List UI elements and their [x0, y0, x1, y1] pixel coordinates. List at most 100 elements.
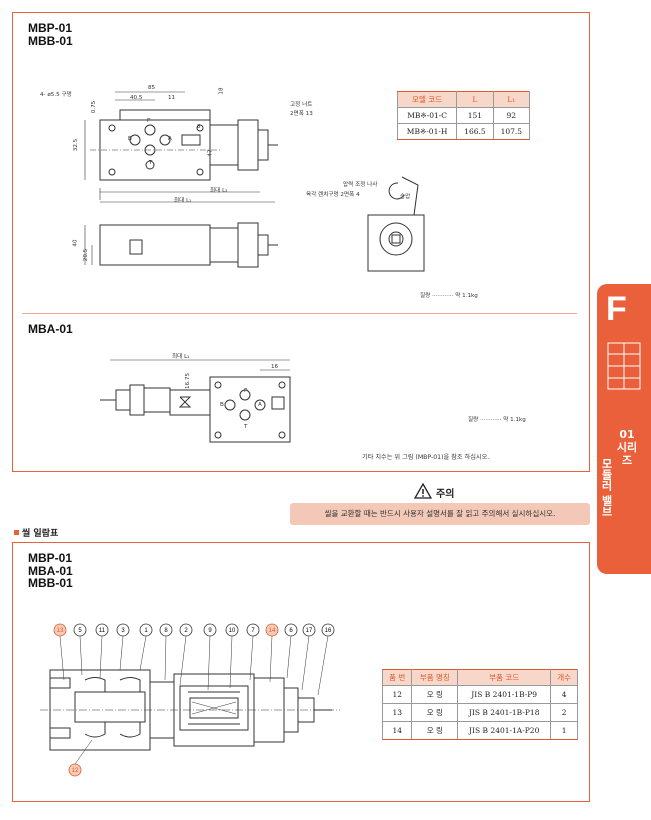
callout-13-text: 13 — [57, 628, 64, 634]
dim-20-5: 20.5 — [83, 248, 90, 262]
table-cell: MB※-01-H — [396, 123, 458, 140]
table-cell: 92 — [492, 107, 531, 124]
mba-dim-16-75: 16.75 — [185, 372, 192, 390]
table-cell: 4 — [550, 685, 578, 704]
port-a: A — [168, 136, 172, 142]
max-l2-label: 최대 L₂ — [210, 188, 228, 194]
model-title-top: MBP-01 MBB-01 — [28, 21, 73, 48]
dimension-panel — [12, 12, 590, 472]
rise-label: 승압 — [400, 194, 411, 200]
table-cell: 2 — [550, 703, 578, 722]
table-cell: 107.5 — [492, 123, 531, 140]
size-col-l: L — [456, 91, 494, 108]
seal-list-heading: 씰 일람표 — [14, 526, 58, 539]
chapter-letter: F — [606, 290, 627, 328]
chapter-series: 01 시리즈 — [616, 428, 638, 467]
seal-col-no: 품 번 — [381, 669, 413, 686]
model-title-seal: MBP-01 MBA-01 MBB-01 — [28, 551, 73, 590]
size-col-model: 모델 코드 — [396, 91, 458, 108]
dim-85: 85 — [148, 85, 156, 91]
caution-message: 씰을 교환할 때는 반드시 사용자 설명서를 잘 읽고 주의해서 실시하십시오. — [290, 503, 590, 525]
callout-10-text: 10 — [229, 628, 236, 634]
callout-17-text: 17 — [306, 628, 313, 634]
table-cell: 14 — [381, 721, 413, 740]
end-view-drawing — [367, 176, 425, 272]
model-title-mba: MBA-01 — [28, 322, 73, 336]
callout-2-text: 2 — [184, 628, 188, 634]
callout-10 — [225, 623, 239, 637]
dim-0-75: 0.75 — [91, 100, 98, 114]
max-l1-label: 최대 L₁ — [174, 198, 192, 204]
mba-port-b: B — [220, 402, 224, 408]
lock-nut-label: 고정 너트 — [290, 102, 313, 108]
callout-14-text: 14 — [269, 628, 276, 634]
dim-40-5: 40.5 — [130, 95, 143, 101]
mba-port-p: P — [244, 388, 248, 394]
table-cell: 1 — [550, 721, 578, 740]
table-cell: 151 — [456, 107, 494, 124]
dim-18: 18 — [218, 87, 225, 95]
callout-11-text: 11 — [99, 628, 106, 634]
seal-col-code: 부품 코드 — [457, 669, 552, 686]
table-row: MB※-01-H 166.5 107.5 — [396, 123, 531, 140]
hole-annotation: 4- ø5.5 구멍 — [40, 92, 72, 98]
table-cell: 12 — [381, 685, 413, 704]
table-cell: JIS B 2401-1A-P20 — [457, 721, 552, 740]
mba-drawing — [100, 359, 291, 443]
mba-port-a: A — [258, 402, 262, 408]
mba-max-l1: 최대 L₁ — [172, 354, 190, 360]
mass-mba: 질량 ············ 약 1.1kg — [468, 417, 526, 423]
table-cell: 오 링 — [411, 685, 459, 704]
port-p: P — [147, 118, 151, 124]
size-col-l1: L₁ — [492, 91, 531, 108]
reference-note: 기타 치수는 위 그림 (MBP-01)을 참조 하십시오. — [362, 454, 490, 461]
seal-col-qty: 개수 — [550, 669, 578, 686]
mass-top: 질량 ············ 약 1.1kg — [420, 293, 478, 299]
size-table: 모델 코드 L L₁ MB※-01-C 151 92 MB※-01-H 166.… — [396, 91, 531, 140]
callout-9-text: 9 — [208, 628, 212, 634]
table-cell: 오 링 — [411, 721, 459, 740]
chapter-valve: 모듈러 밸브 — [600, 458, 613, 517]
section-drawing: 13 5 11 3 1 8 2 9 10 7 14 6 17 16 12 — [40, 623, 340, 777]
chapter-tab — [597, 284, 651, 574]
dim-47: 47 — [207, 149, 214, 157]
dim-8: 8 — [197, 124, 201, 130]
callout-7-text: 7 — [251, 628, 255, 634]
table-row: 13 오 링 JIS B 2401-1B-P18 2 — [381, 703, 578, 722]
callout-3-text: 3 — [121, 628, 125, 634]
table-row: 14 오 링 JIS B 2401-1A-P20 1 — [381, 721, 578, 740]
table-row: 12 오 링 JIS B 2401-1B-P9 4 — [381, 685, 578, 704]
dim-11: 11 — [168, 95, 176, 101]
dim-40: 40 — [72, 239, 79, 247]
callout-5-text: 5 — [78, 628, 82, 634]
lock-nut-width: 2면폭 13 — [290, 111, 313, 117]
seal-col-name: 부품 명칭 — [411, 669, 459, 686]
mba-port-t: T — [244, 424, 248, 430]
bullet-square-icon — [14, 530, 19, 535]
port-b: B — [128, 136, 132, 142]
table-cell: 166.5 — [456, 123, 494, 140]
callout-16-text: 16 — [325, 628, 332, 634]
callout-2 — [179, 623, 193, 637]
warning-icon — [414, 483, 432, 499]
table-cell: 오 링 — [411, 703, 459, 722]
hex-socket-label: 육각 렌치구멍 2면폭 4 — [306, 192, 360, 198]
callout-6-text: 6 — [289, 628, 293, 634]
caution-title: 주의 — [436, 489, 455, 500]
pressure-adjust-label: 압력 조정 나사 — [343, 182, 378, 188]
table-cell: JIS B 2401-1B-P18 — [457, 703, 552, 722]
table-cell: 13 — [381, 703, 413, 722]
callout-1-text: 1 — [144, 628, 148, 634]
chapter-grid-icon — [607, 342, 641, 390]
seal-table: 품 번 부품 명칭 부품 코드 개수 12 오 링 JIS B 2401-1B-… — [381, 669, 578, 740]
seal-heading-text: 씰 일람표 — [22, 529, 59, 539]
section-divider — [22, 313, 577, 314]
callout-12-text: 12 — [72, 768, 79, 774]
port-t: T — [149, 160, 153, 166]
table-cell: MB※-01-C — [396, 107, 458, 124]
table-cell: JIS B 2401-1B-P9 — [457, 685, 552, 704]
table-row: MB※-01-C 151 92 — [396, 107, 531, 124]
callout-8-text: 8 — [164, 628, 168, 634]
top-dimension-drawing — [84, 91, 278, 268]
dim-32-5: 32.5 — [73, 138, 80, 152]
